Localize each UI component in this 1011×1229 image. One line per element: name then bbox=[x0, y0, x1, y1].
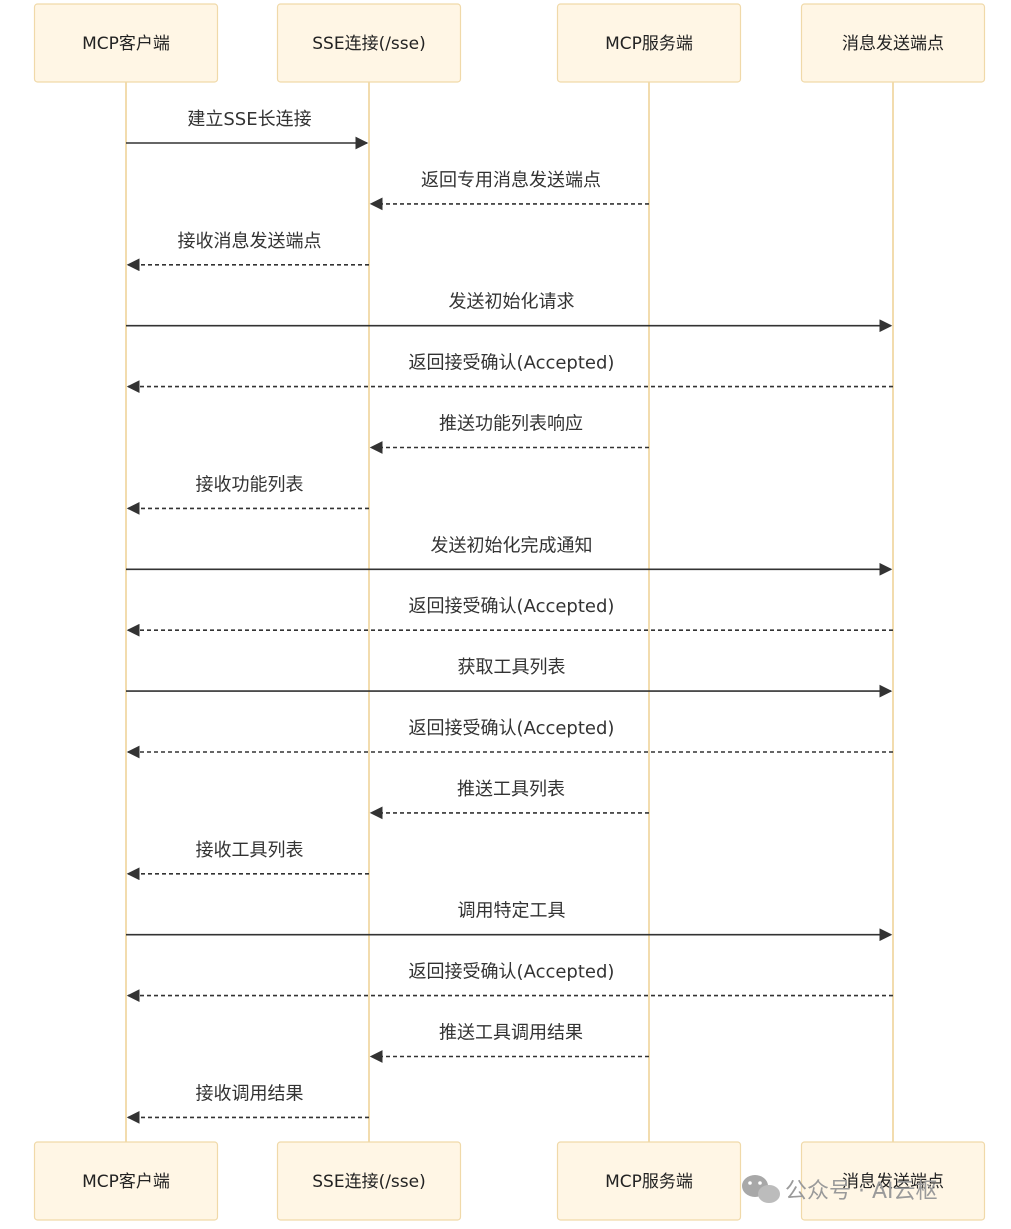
message-14: 调用特定工具 bbox=[126, 901, 893, 942]
actor-client-bottom: MCP客户端 bbox=[33, 1141, 219, 1221]
message-3: 接收消息发送端点 bbox=[126, 231, 369, 272]
actor-label: MCP客户端 bbox=[82, 1172, 170, 1192]
message-7: 接收功能列表 bbox=[126, 474, 369, 515]
actors-bottom: MCP客户端 SSE连接(/sse) MCP服务端 消息发送端点 bbox=[33, 1141, 986, 1221]
message-label: 返回专用消息发送端点 bbox=[421, 170, 601, 191]
message-13: 接收工具列表 bbox=[126, 840, 369, 881]
message-8: 发送初始化完成通知 bbox=[126, 535, 893, 576]
actor-box bbox=[276, 3, 462, 83]
actor-box bbox=[800, 3, 986, 83]
message-label: 发送初始化请求 bbox=[449, 292, 575, 313]
message-6: 推送功能列表响应 bbox=[369, 414, 649, 454]
actor-box bbox=[33, 1141, 219, 1221]
message-label: 返回接受确认(Accepted) bbox=[409, 596, 615, 617]
message-5: 返回接受确认(Accepted) bbox=[126, 353, 893, 394]
wechat-icon bbox=[742, 1175, 780, 1203]
actor-label: 消息发送端点 bbox=[842, 1172, 944, 1192]
actor-sse-bottom: SSE连接(/sse) bbox=[276, 1141, 462, 1221]
actor-endpoint-bottom: 消息发送端点 bbox=[800, 1141, 986, 1221]
actor-server-bottom: MCP服务端 bbox=[556, 1141, 742, 1221]
actor-box bbox=[556, 3, 742, 83]
actor-box bbox=[276, 1141, 462, 1221]
actor-label: SSE连接(/sse) bbox=[312, 34, 426, 54]
message-4: 发送初始化请求 bbox=[126, 292, 893, 333]
message-label: 建立SSE长连接 bbox=[187, 109, 311, 130]
actor-label: MCP服务端 bbox=[605, 34, 693, 54]
actor-label: MCP服务端 bbox=[605, 1172, 693, 1192]
message-label: 返回接受确认(Accepted) bbox=[409, 353, 615, 374]
message-15: 返回接受确认(Accepted) bbox=[126, 962, 893, 1002]
message-2: 返回专用消息发送端点 bbox=[369, 170, 649, 211]
message-16: 推送工具调用结果 bbox=[369, 1023, 649, 1063]
message-10: 获取工具列表 bbox=[126, 657, 893, 698]
actor-box bbox=[556, 1141, 742, 1221]
lifelines bbox=[125, 82, 894, 1142]
message-label: 接收功能列表 bbox=[196, 474, 304, 495]
message-label: 获取工具列表 bbox=[458, 657, 566, 678]
message-label: 接收工具列表 bbox=[196, 840, 304, 861]
actor-label: MCP客户端 bbox=[82, 34, 170, 54]
message-11: 返回接受确认(Accepted) bbox=[126, 718, 893, 759]
actor-sse-top: SSE连接(/sse) bbox=[276, 3, 462, 83]
message-17: 接收调用结果 bbox=[126, 1083, 369, 1124]
message-label: 推送工具调用结果 bbox=[439, 1023, 583, 1044]
watermark: 公众号 · AI云枢 bbox=[742, 1175, 938, 1204]
message-12: 推送工具列表 bbox=[369, 779, 649, 820]
message-label: 推送功能列表响应 bbox=[439, 414, 583, 435]
actor-label: SSE连接(/sse) bbox=[312, 1172, 426, 1192]
message-label: 返回接受确认(Accepted) bbox=[409, 962, 615, 983]
actor-client-top: MCP客户端 bbox=[33, 3, 219, 83]
actor-box bbox=[800, 1141, 986, 1221]
watermark-text: 公众号 · AI云枢 bbox=[785, 1179, 938, 1204]
message-label: 接收消息发送端点 bbox=[178, 231, 322, 252]
actor-label: 消息发送端点 bbox=[842, 34, 944, 54]
actor-box bbox=[33, 3, 219, 83]
message-9: 返回接受确认(Accepted) bbox=[126, 596, 893, 637]
message-label: 发送初始化完成通知 bbox=[431, 535, 593, 556]
message-label: 返回接受确认(Accepted) bbox=[409, 718, 615, 739]
messages: 建立SSE长连接返回专用消息发送端点接收消息发送端点发送初始化请求返回接受确认(… bbox=[126, 109, 893, 1124]
message-label: 推送工具列表 bbox=[457, 779, 565, 800]
message-1: 建立SSE长连接 bbox=[126, 109, 369, 150]
message-label: 调用特定工具 bbox=[458, 901, 566, 922]
actors-top: MCP客户端 SSE连接(/sse) MCP服务端 消息发送端点 bbox=[33, 3, 986, 83]
actor-endpoint-top: 消息发送端点 bbox=[800, 3, 986, 83]
message-label: 接收调用结果 bbox=[196, 1083, 304, 1104]
actor-server-top: MCP服务端 bbox=[556, 3, 742, 83]
